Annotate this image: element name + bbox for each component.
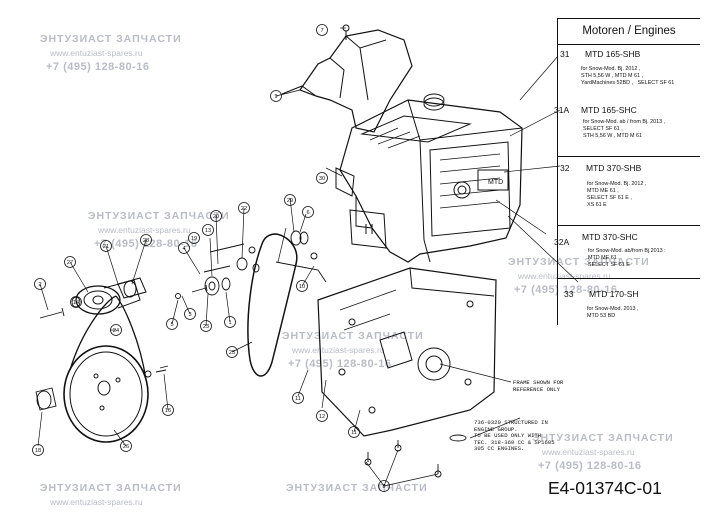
callout-6: 6 [306,210,309,216]
engine-row: 32 MTD 370-SHB for Snow-Mod. Bj. 2012 , … [558,156,700,226]
watermark-url: www.entuziast-spares.ru [50,497,143,507]
callout-27: 27 [67,260,73,266]
watermark-url: www.entuziast-spares.ru [98,225,191,235]
leader-lines [37,27,579,487]
callout-23: 23 [203,324,209,330]
watermark-phone: +7 (495) 128-80-16 [514,284,618,296]
engine-pulley [75,277,147,315]
watermark-phone: +7 (495) 128-80-16 [94,238,198,250]
callout-3: 3 [188,312,191,318]
watermark-url: www.entuziast-spares.ru [50,48,143,58]
engine-ref: 32 [560,163,570,173]
engine-row: 32A MTD 370-SHC for Snow-Mod. ab/from Bj… [554,225,700,279]
watermark: ЭНТУЗИАСТ ЗАПЧАСТИ www.entuziast-spares.… [508,256,650,296]
callout-26: 26 [123,444,129,450]
watermark-url: www.entuziast-spares.ru [292,345,385,355]
callout-10: 10 [299,284,305,290]
engine-details: for Snow-Mod. 2013 , MTD 53 BD [587,306,639,319]
watermark: ЭНТУЗИАСТ ЗАПЧАСТИ www.entuziast-spares.… [88,210,230,250]
watermark-phone: +7 (495) 128-80-16 [46,61,150,73]
engine-assembly: MTD [335,93,523,263]
callout-2: 2 [38,282,41,288]
callout-bubbles: 7 9 30 6 29 22 20 13 19 4 28 21 27 2 14 … [32,24,390,492]
engine-ref: 32A [554,237,570,247]
watermark-title: ЭНТУЗИАСТ ЗАПЧАСТИ [282,330,424,342]
watermark-url: www.entuziast-spares.ru [518,271,611,281]
watermark-title: ЭНТУЗИАСТ ЗАПЧАСТИ [286,482,428,494]
callout-7: 7 [320,28,323,34]
engine-row: 31 MTD 165-SHB for Snow-Mod. Bj. 2012 , … [558,45,700,100]
callout-22: 22 [241,206,247,212]
frame-plate [317,267,497,437]
callout-24: 24 [113,328,119,334]
watermark-title: ЭНТУЗИАСТ ЗАПЧАСТИ [88,210,230,222]
engine-model: MTD 370-SHB [586,163,642,173]
engine-details: for Snow-Mod. ab/from Bj.2013 : MTD ME 6… [588,248,666,268]
callout-14: 14 [73,300,79,306]
callout-21: 21 [103,244,109,250]
callout-11b: 11 [351,430,357,436]
engine-model: MTD 370-SHC [582,232,638,242]
small-hardware [35,230,467,478]
watermark: ЭНТУЗИАСТ ЗАПЧАСТИ www.entuziast-spares.… [532,432,674,472]
engine-details: for Snow-Mod. ab / from Bj. 2013 , SELEC… [583,119,666,139]
watermark-title: ЭНТУЗИАСТ ЗАПЧАСТИ [508,256,650,268]
engine-table-header: Motoren / Engines [558,19,700,45]
drive-belt-25 [247,233,298,377]
watermark-title: ЭНТУЗИАСТ ЗАПЧАСТИ [532,432,674,444]
frame-note: FRAME SHOWN FOR REFERENCE ONLY [513,379,564,393]
engine-shroud [281,24,413,133]
callout-12: 12 [319,414,325,420]
callout-30: 30 [319,176,325,182]
engine-details: for Snow-Mod. Bj. 2012 , STH 5,56 W , MT… [581,66,675,86]
engine-ref: 31 [560,49,570,59]
watermark-title: ЭНТУЗИАСТ ЗАПЧАСТИ [40,33,182,45]
callout-8: 8 [382,484,385,490]
engine-table: Motoren / Engines 31 MTD 165-SHB for Sno… [554,18,700,326]
callout-11: 11 [295,396,301,402]
callout-25: 25 [229,350,235,356]
callout-28: 28 [143,238,149,244]
drawing-code: E4-01374C-01 [548,478,662,498]
watermark: ЭНТУЗИАСТ ЗАПЧАСТИ [286,482,428,494]
callout-5: 5 [170,322,173,328]
callout-4: 4 [182,246,185,252]
callout-20: 20 [213,214,219,220]
engine-model: MTD 170-SH [589,289,639,299]
engine-row: 31A MTD 165-SHC for Snow-Mod. ab / from … [554,100,700,156]
watermark: ЭНТУЗИАСТ ЗАПЧАСТИ www.entuziast-spares.… [40,482,182,507]
engine-model: MTD 165-SHB [585,49,641,59]
watermark-title: ЭНТУЗИАСТ ЗАПЧАСТИ [40,482,182,494]
callout-19: 19 [191,236,197,242]
watermark-phone: +7 (495) 128-80-16 [288,358,392,370]
callout-1: 1 [228,320,231,326]
engine-row: 33 MTD 170-SH for Snow-Mod. 2013 , MTD 5… [558,278,700,326]
watermark-phone: +7 (495) 128-80-16 [538,460,642,472]
callout-29: 29 [287,198,293,204]
watermark: ЭНТУЗИАСТ ЗАПЧАСТИ www.entuziast-spares.… [40,33,182,73]
callout-13: 13 [205,228,211,234]
svg-text:MTD: MTD [488,179,503,186]
callout-16: 16 [165,408,171,414]
watermark: ЭНТУЗИАСТ ЗАПЧАСТИ www.entuziast-spares.… [282,330,424,370]
engine-ref: 33 [564,289,574,299]
auger-pulley [63,295,149,443]
engine-model: MTD 165-SHC [581,105,637,115]
callout-9: 9 [274,94,277,100]
engine-details: for Snow-Mod. Bj. 2012 , MTD ME 61 , SEL… [587,181,647,208]
engine-ref: 31A [554,105,570,115]
engine-group-note: 736-0320 STRUCTURED IN ENGINE GROUP. TO … [474,419,555,452]
callout-18: 18 [35,448,41,454]
watermark-url: www.entuziast-spares.ru [542,447,635,457]
